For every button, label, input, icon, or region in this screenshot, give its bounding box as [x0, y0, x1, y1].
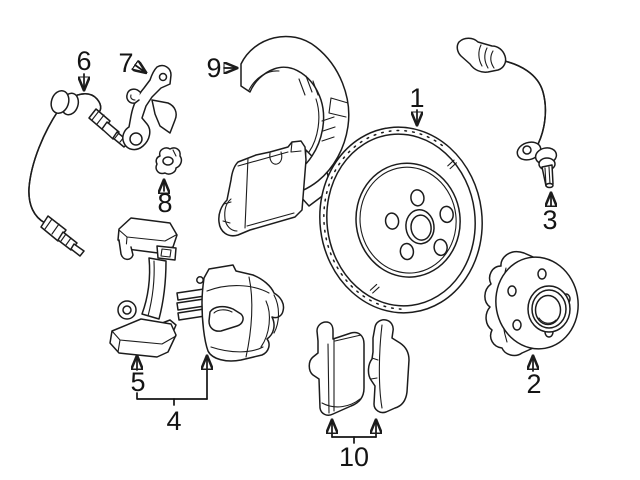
rotor-lug-hole — [433, 238, 448, 257]
abs-sensor-drawing — [456, 37, 558, 189]
callout-labels: 1 2 3 4 5 6 7 8 9 10 — [76, 46, 557, 472]
callout-1-rotor[interactable]: 1 — [409, 83, 424, 113]
wheel-hub-drawing — [484, 251, 579, 357]
sensor-bolt-hole — [522, 145, 532, 155]
brake-pads-drawing — [308, 319, 410, 416]
callout-8-clip[interactable]: 8 — [157, 188, 172, 218]
hub-bolt-hole — [507, 285, 517, 297]
hub-bolt-hole — [537, 268, 547, 280]
callout-2-hub[interactable]: 2 — [526, 369, 541, 399]
rotor-vent-slots — [323, 129, 443, 310]
brake-rotor-drawing — [319, 126, 483, 314]
callout-5-bracket[interactable]: 5 — [130, 367, 145, 397]
callout-3-abs-sensor[interactable]: 3 — [542, 205, 557, 235]
hose-banjo-end — [50, 90, 70, 114]
brake-caliper-drawing — [176, 264, 285, 362]
rotor-lug-hole — [384, 212, 400, 230]
rotor-lug-hole — [439, 205, 454, 224]
rotor-lug-hole — [399, 242, 415, 261]
sensor-probe — [541, 164, 554, 187]
brake-hose-drawing — [28, 90, 130, 257]
bracket-hole — [158, 72, 168, 82]
callout-leaders — [84, 65, 551, 444]
callout-7-hose-bracket[interactable]: 7 — [118, 48, 133, 78]
callout-6-hose[interactable]: 6 — [76, 46, 91, 76]
caliper-window — [208, 305, 244, 332]
callout-9-splash-shield[interactable]: 9 — [206, 53, 221, 83]
retainer-clip-drawing — [155, 147, 183, 175]
bracket-bolt-hole — [122, 305, 132, 315]
caliper-bleeder-hole — [196, 276, 204, 284]
splash-shield-drawing — [218, 35, 350, 237]
hub-bolt-hole — [512, 319, 522, 331]
callout-10-pads[interactable]: 10 — [339, 442, 369, 472]
caliper-bracket-drawing — [109, 217, 178, 358]
rotor-lug-hole — [410, 189, 425, 207]
hose-bracket-drawing — [122, 64, 177, 151]
clip-hole — [162, 156, 174, 166]
bracket-hole — [129, 132, 143, 146]
callout-4-caliper[interactable]: 4 — [166, 406, 181, 436]
